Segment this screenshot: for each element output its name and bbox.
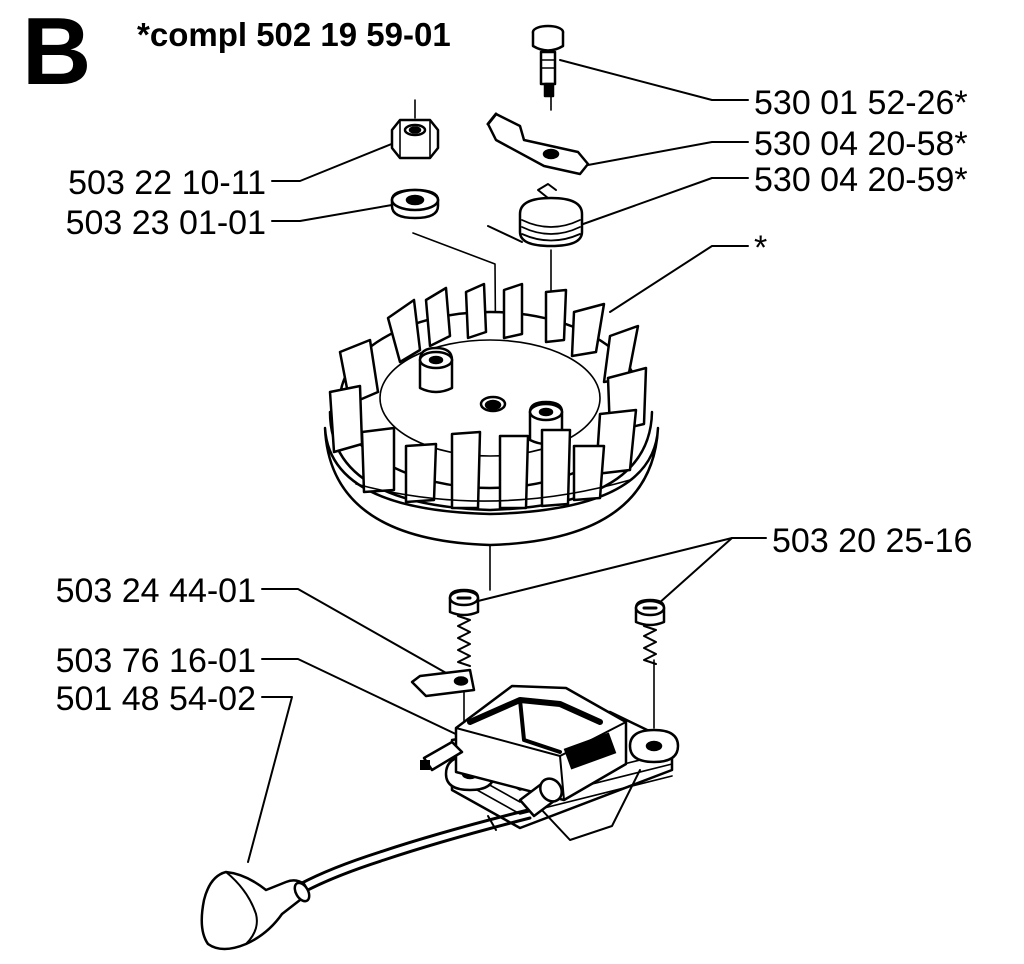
pin-part xyxy=(531,24,565,98)
label-coil-screws: 503 20 25-16 xyxy=(772,522,973,560)
label-pin: 530 01 52-26* xyxy=(754,84,968,122)
flywheel-part xyxy=(323,282,660,547)
nut-part xyxy=(390,118,440,160)
pawl-part xyxy=(486,112,590,176)
leader-pin xyxy=(559,59,749,101)
leader-module xyxy=(261,658,463,738)
leader-cap xyxy=(247,696,293,863)
spring-part xyxy=(487,183,584,248)
leader-washer xyxy=(271,204,393,222)
ignition-module-part xyxy=(420,684,680,841)
leader-flywheel xyxy=(609,245,749,313)
leader-terminal xyxy=(261,588,456,679)
label-terminal: 503 24 44-01 xyxy=(55,572,256,610)
complete-assembly-note: *compl 502 19 59-01 xyxy=(137,16,451,53)
leader-nut xyxy=(271,142,395,182)
label-pawl: 530 04 20-58* xyxy=(754,125,968,163)
label-ignition-module: 503 76 16-01 xyxy=(55,642,256,680)
leader-coil-screws-b xyxy=(657,537,733,605)
washer-part xyxy=(390,188,440,220)
leader-lines xyxy=(247,59,767,863)
screw-right-part xyxy=(634,598,666,665)
label-spark-plug-cap: 501 48 54-02 xyxy=(55,680,256,718)
leader-spring xyxy=(571,177,749,229)
leader-pawl xyxy=(587,141,749,166)
screw-left-part xyxy=(448,588,480,667)
section-letter: B xyxy=(22,0,91,105)
spark-plug-cap-part xyxy=(200,808,532,951)
label-flywheel: * xyxy=(754,229,768,267)
terminal-part xyxy=(410,668,476,698)
label-spring: 530 04 20-59* xyxy=(754,161,968,199)
label-washer: 503 23 01-01 xyxy=(65,204,266,242)
label-nut: 503 22 10-11 xyxy=(68,164,266,202)
